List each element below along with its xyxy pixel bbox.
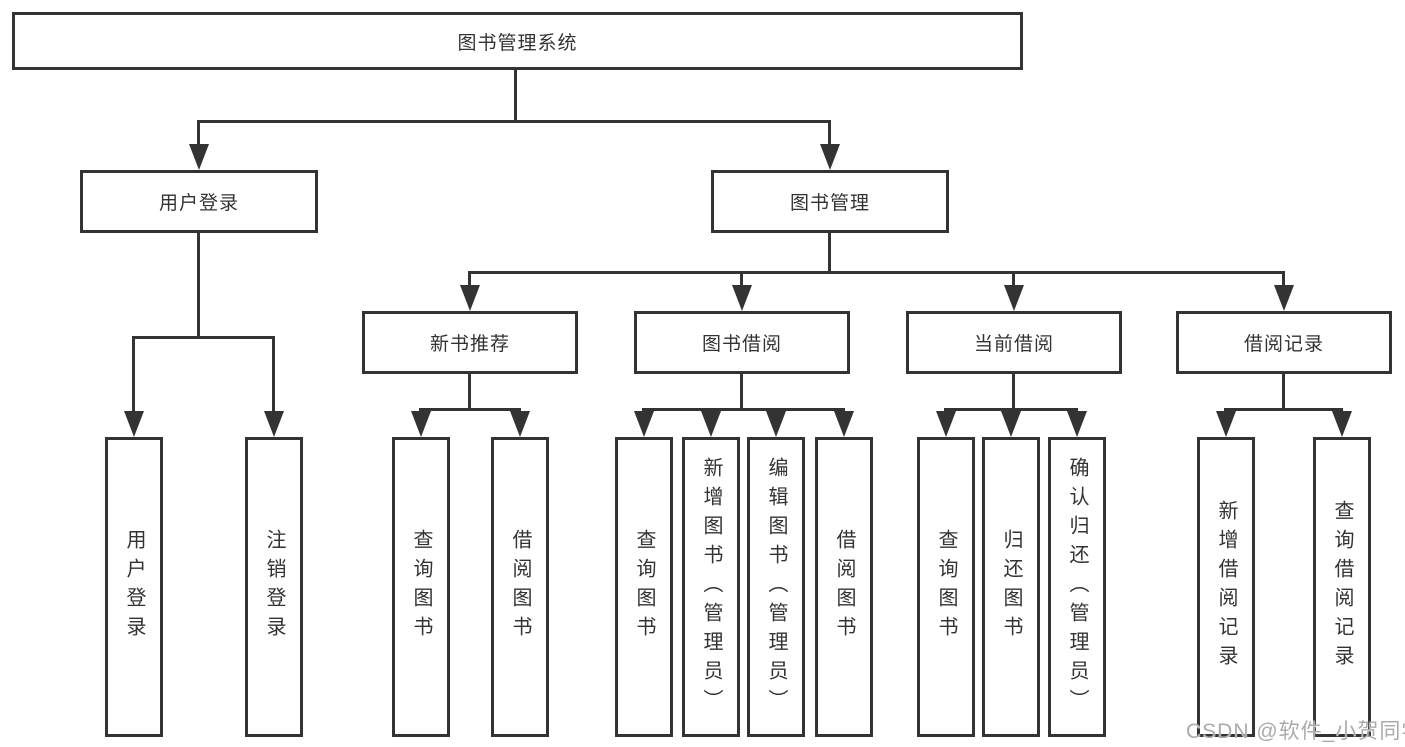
connector-stem bbox=[1012, 374, 1015, 411]
node-current-borrow: 当前借阅 bbox=[906, 311, 1122, 374]
connector-split-line bbox=[1224, 408, 1343, 411]
leaf-rec-query-books: 查询图书 bbox=[392, 437, 450, 737]
node-borrow-records: 借阅记录 bbox=[1176, 311, 1392, 374]
arrowhead-down-icon bbox=[460, 285, 480, 311]
connector-drop-line bbox=[468, 271, 471, 298]
connector-stem bbox=[468, 374, 471, 411]
arrowhead-down-icon bbox=[820, 144, 840, 170]
connector-split-line bbox=[197, 120, 831, 123]
connector-drop-line bbox=[1012, 271, 1015, 298]
leaf-user-login: 用户登录 bbox=[105, 437, 163, 737]
connector-drop-line bbox=[1282, 271, 1285, 298]
leaf-cb-return-books: 归还图书 bbox=[982, 437, 1040, 737]
connector-drop-line bbox=[828, 120, 831, 157]
leaf-logout-login: 注销登录 bbox=[245, 437, 303, 737]
arrowhead-down-icon bbox=[264, 411, 284, 437]
connector-stem bbox=[1282, 374, 1285, 411]
leaf-rec-borrow-books: 借阅图书 bbox=[491, 437, 549, 737]
arrowhead-down-icon bbox=[766, 411, 786, 437]
arrowhead-down-icon bbox=[834, 411, 854, 437]
leaf-bb-query-books: 查询图书 bbox=[615, 437, 673, 737]
node-user-login: 用户登录 bbox=[80, 170, 318, 233]
connector-drop-line bbox=[132, 336, 135, 424]
node-new-book-recommend: 新书推荐 bbox=[362, 311, 578, 374]
leaf-bb-add-books-admin: 新增图书（管理员） bbox=[682, 437, 740, 737]
connector-drop-line bbox=[197, 120, 200, 157]
connector-stem bbox=[828, 233, 831, 274]
connector-stem bbox=[197, 233, 200, 339]
leaf-cb-confirm-return-admin: 确认归还（管理员） bbox=[1048, 437, 1106, 737]
arrowhead-down-icon bbox=[634, 411, 654, 437]
arrowhead-down-icon bbox=[1332, 411, 1352, 437]
connector-split-line bbox=[132, 336, 275, 339]
node-root-library-system: 图书管理系统 bbox=[12, 12, 1023, 70]
arrowhead-down-icon bbox=[701, 411, 721, 437]
connector-drop-line bbox=[272, 336, 275, 424]
leaf-cb-query-books: 查询图书 bbox=[917, 437, 975, 737]
node-book-borrow: 图书借阅 bbox=[634, 311, 850, 374]
arrowhead-down-icon bbox=[1001, 411, 1021, 437]
connector-split-line bbox=[468, 271, 1285, 274]
arrowhead-down-icon bbox=[1004, 285, 1024, 311]
connector-split-line bbox=[642, 408, 845, 411]
connector-split-line bbox=[419, 408, 521, 411]
arrowhead-down-icon bbox=[411, 411, 431, 437]
leaf-bb-edit-books-admin: 编辑图书（管理员） bbox=[747, 437, 805, 737]
arrowhead-down-icon bbox=[1067, 411, 1087, 437]
leaf-bb-borrow-books: 借阅图书 bbox=[815, 437, 873, 737]
connector-stem bbox=[514, 70, 517, 123]
connector-drop-line bbox=[740, 271, 743, 298]
arrowhead-down-icon bbox=[189, 144, 209, 170]
arrowhead-down-icon bbox=[124, 411, 144, 437]
leaf-br-add-record: 新增借阅记录 bbox=[1197, 437, 1255, 737]
arrowhead-down-icon bbox=[1274, 285, 1294, 311]
leaf-br-query-record: 查询借阅记录 bbox=[1313, 437, 1371, 737]
connector-stem bbox=[740, 374, 743, 411]
arrowhead-down-icon bbox=[732, 285, 752, 311]
csdn-watermark: CSDN @软件_小贺同学 bbox=[1186, 720, 1405, 743]
arrowhead-down-icon bbox=[936, 411, 956, 437]
node-book-management: 图书管理 bbox=[711, 170, 949, 233]
arrowhead-down-icon bbox=[1216, 411, 1236, 437]
arrowhead-down-icon bbox=[510, 411, 530, 437]
